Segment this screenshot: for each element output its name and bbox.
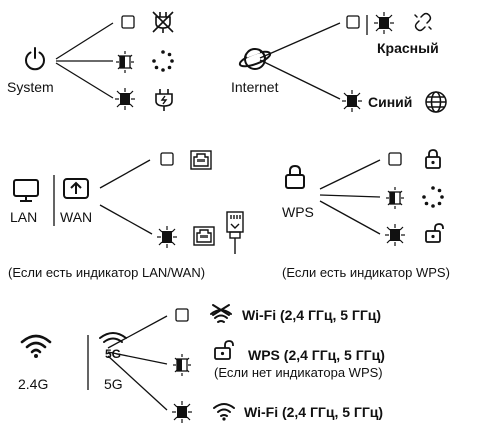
wifi-icon [20,334,52,358]
plug-icon [155,89,173,111]
led-on-icon [342,90,362,112]
red-label: Красный [377,40,439,56]
led-off-icon [175,308,189,322]
led-blinking-icon [173,354,191,376]
wifi-row2-label: WPS (2,4 ГГц, 5 ГГц) [248,347,385,363]
wifi-row2-note: (Если нет индикатора WPS) [214,365,383,380]
lock-closed-icon [425,149,441,169]
ethernet-cable-icon [226,211,244,254]
power-icon [25,47,45,71]
lock-open-icon [425,223,444,243]
led-on-icon [385,224,405,246]
wps-note: (Если есть индикатор WPS) [282,265,450,280]
led-on-icon [374,12,394,34]
internet-label: Internet [231,79,279,95]
ethernet-port-icon [193,226,215,246]
planet-icon [238,47,272,70]
led-off-icon [160,152,174,166]
loading-dots-icon [152,50,174,72]
led-blinking-icon [386,187,404,209]
wifi-row1-label: Wi-Fi (2,4 ГГц, 5 ГГц) [242,307,382,323]
wifi-24-label: 2.4G [18,376,49,392]
broken-link-icon [414,12,432,32]
led-off-icon [121,15,135,29]
upload-box-icon [63,178,89,199]
wifi-off-icon [210,304,232,323]
wifi-5g-icon: 5G [99,332,127,361]
plug-crossed-icon [152,11,174,33]
led-on-icon [115,88,135,110]
led-on-icon [157,226,177,248]
wifi-row3-label: Wi-Fi (2,4 ГГц, 5 ГГц) [244,404,384,420]
led-off-icon [346,15,360,29]
blue-label: Синий [368,94,413,110]
wifi-5g-icon-text: 5G [105,347,121,361]
wifi-icon [213,403,235,421]
wan-label: WAN [60,209,93,225]
ethernet-port-icon [190,150,212,170]
wps-label: WPS [282,204,314,220]
led-off-icon [388,152,402,166]
loading-dots-icon [422,186,444,208]
lanwan-note: (Если есть индикатор LAN/WAN) [8,265,206,280]
led-on-icon [172,401,192,423]
lock-icon [285,164,305,189]
wifi-5-label: 5G [104,376,123,392]
monitor-icon [13,179,39,202]
lan-label: LAN [10,209,38,225]
globe-icon [425,91,447,113]
led-blinking-icon [116,51,134,73]
lock-open-icon [214,340,234,360]
system-label: System [7,79,54,95]
